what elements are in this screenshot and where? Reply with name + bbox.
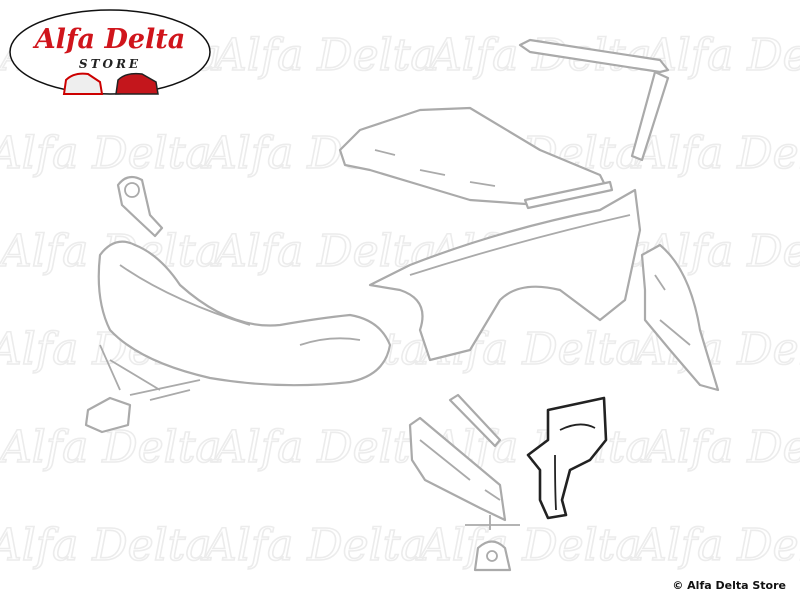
watermark-text: Alfa Delta — [201, 520, 427, 571]
watermark-text: Alfa Delta — [211, 30, 437, 81]
part-front-fender[interactable] — [368, 188, 642, 362]
watermark-text: Alfa Delta — [641, 422, 800, 473]
watermark-text: Alfa Delta — [641, 30, 800, 81]
watermark-text: Alfa Delta — [631, 520, 800, 571]
alfa-delta-store-logo: Alfa Delta STORE — [9, 9, 211, 95]
svg-text:Alfa Delta: Alfa Delta — [32, 24, 186, 55]
part-front-nose-panel[interactable] — [97, 240, 392, 387]
part-windshield-trim-side[interactable] — [630, 70, 670, 162]
part-inner-side-panel[interactable] — [408, 416, 507, 530]
classic-car-icon-red — [115, 72, 159, 95]
watermark-text: Alfa Delta — [0, 128, 212, 179]
watermark-text: Alfa Delta — [631, 128, 800, 179]
watermark-text: Alfa Delta — [0, 520, 212, 571]
part-inner-wheel-arch[interactable] — [640, 243, 720, 392]
classic-car-icon-white — [62, 72, 104, 95]
watermark-text: Alfa Delta — [416, 520, 642, 571]
copyright-notice: © Alfa Delta Store — [672, 579, 786, 592]
part-highlighted-inner-panel[interactable] — [526, 396, 608, 520]
part-windshield-trim-top[interactable] — [518, 38, 670, 74]
watermark-text: Alfa Delta — [211, 422, 437, 473]
part-support-rod[interactable] — [448, 393, 502, 448]
part-bottom-bracket[interactable] — [465, 524, 520, 572]
part-small-mount-bracket[interactable] — [84, 344, 201, 434]
svg-text:STORE: STORE — [79, 57, 141, 71]
part-cowl-panel[interactable] — [338, 106, 614, 210]
part-headlight-bracket[interactable] — [116, 175, 164, 238]
